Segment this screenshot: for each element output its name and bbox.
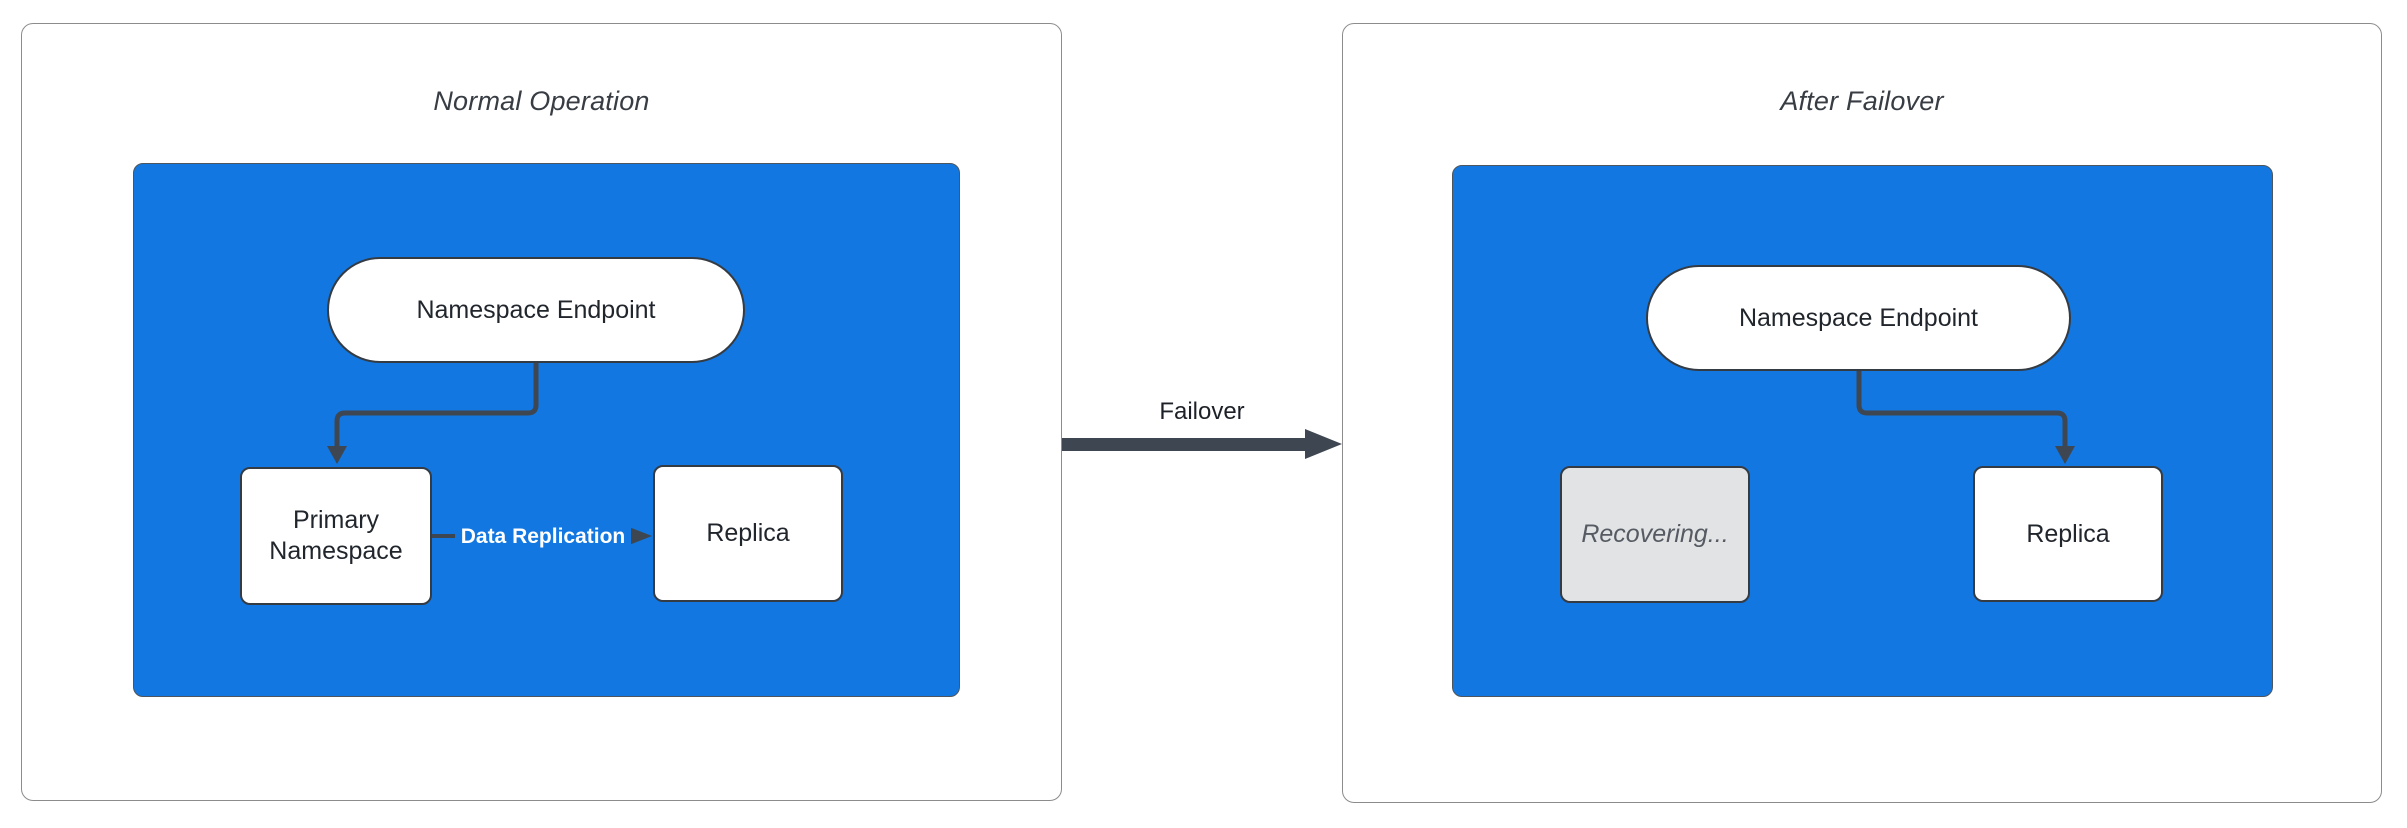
cluster-normal-operation [133, 163, 960, 697]
failover-arrow [1062, 429, 1342, 459]
replica-node-normal: Replica [653, 465, 843, 602]
cluster-after-failover [1452, 165, 2273, 697]
namespace-endpoint-node: Namespace Endpoint [327, 257, 745, 363]
replica-label: Replica [2026, 519, 2110, 548]
namespace-endpoint-node-failover: Namespace Endpoint [1646, 265, 2071, 371]
failover-edge-label: Failover [1159, 398, 1245, 425]
namespace-endpoint-label: Namespace Endpoint [1738, 303, 1979, 332]
recovering-label: Recovering... [1581, 520, 1729, 548]
primary-namespace-label: Primary Namespace [269, 506, 403, 565]
recovering-node: Recovering... [1560, 466, 1750, 603]
panel-title-normal-operation: Normal Operation [433, 86, 650, 116]
panel-title-after-failover: After Failover [1780, 86, 1944, 116]
data-replication-edge-label: Data Replication [455, 522, 631, 552]
replica-node-failover: Replica [1973, 466, 2163, 602]
replica-label: Replica [706, 519, 790, 547]
namespace-endpoint-label: Namespace Endpoint [416, 295, 656, 324]
primary-namespace-node: Primary Namespace [240, 467, 432, 605]
